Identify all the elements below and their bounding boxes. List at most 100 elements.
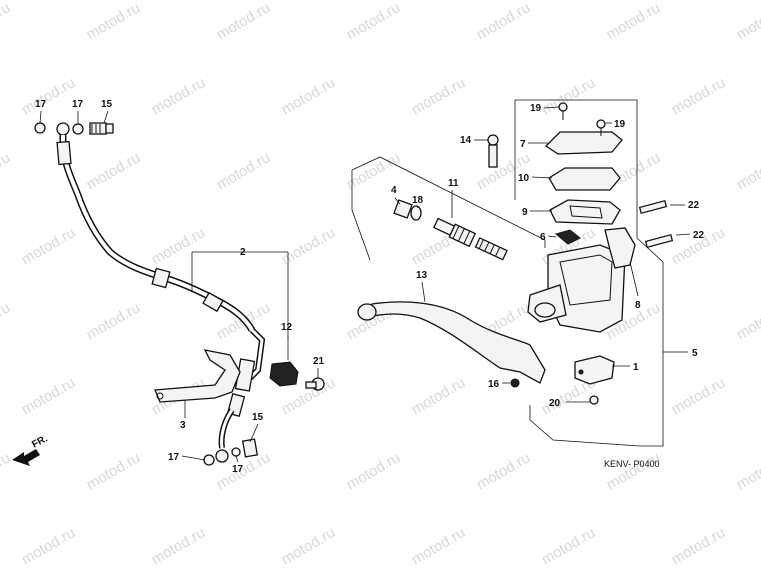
watermark-text: motod.ru	[474, 0, 534, 43]
callout-17: 17	[168, 452, 180, 463]
watermark-text: motod.ru	[19, 374, 79, 418]
callout-20: 20	[549, 398, 561, 409]
screw-19-right	[596, 119, 606, 129]
diaphragm-plate-10	[548, 167, 621, 191]
boot-4	[393, 199, 413, 219]
callout-15: 15	[252, 412, 264, 423]
watermark-text: motod.ru	[409, 524, 469, 568]
watermark-text: motod.ru	[604, 449, 664, 493]
watermark-text: motod.ru	[19, 524, 79, 568]
washer-17-bottom-left	[203, 454, 215, 466]
watermark-text: motod.ru	[669, 374, 729, 418]
lever-screw-16	[510, 378, 520, 388]
bolt-22-top	[638, 199, 668, 215]
clip-6	[554, 229, 581, 245]
master-cylinder-assembly	[351, 99, 674, 447]
watermark-text: motod.ru	[409, 74, 469, 118]
callout-13: 13	[416, 270, 428, 281]
watermark-text: motod.ru	[734, 449, 761, 493]
callout-7: 7	[520, 139, 526, 150]
callout-11: 11	[448, 178, 459, 189]
watermark-text: motod.ru	[84, 149, 144, 193]
callout-5: 5	[692, 348, 698, 359]
holder-8	[604, 227, 636, 269]
washer-17-bottom-right	[231, 447, 241, 457]
watermark-text: motod.ru	[149, 74, 209, 118]
diagram-code: KENV- P0400	[604, 459, 660, 469]
watermark-text: motod.ru	[149, 224, 209, 268]
watermark-text: motod.ru	[279, 524, 339, 568]
watermark-text: motod.ru	[409, 374, 469, 418]
bolt-22-bottom	[644, 233, 674, 249]
bolt-15-head	[105, 123, 114, 134]
callout-1: 1	[633, 362, 639, 373]
screw-19-left	[558, 102, 568, 112]
watermark-text: motod.ru	[604, 0, 664, 43]
banjo-fitting-top	[56, 122, 70, 136]
washer-17-top-left	[34, 122, 46, 134]
hose-clamp-12	[269, 361, 299, 387]
circlip-18	[410, 205, 422, 221]
watermark-text: motod.ru	[669, 524, 729, 568]
callout-18: 18	[412, 195, 424, 206]
screw-20	[589, 395, 599, 405]
watermark-text: motod.ru	[474, 449, 534, 493]
watermark-text: motod.ru	[279, 74, 339, 118]
callout-17: 17	[35, 99, 47, 110]
piston-set-11	[433, 217, 508, 261]
arrow-left-icon	[12, 449, 40, 466]
callout-2: 2	[240, 247, 246, 258]
hose-bracket-3	[154, 349, 241, 403]
watermark-text: motod.ru	[0, 0, 13, 43]
callout-21: 21	[313, 356, 325, 367]
callout-19: 19	[614, 119, 626, 130]
watermark-text: motod.ru	[539, 74, 599, 118]
direction-label: FR.	[30, 433, 50, 450]
pivot-bolt-14	[487, 134, 499, 146]
callout-labels: 17 17 15 2 12 21 3 15 17 17 4 18 11 14 1…	[35, 99, 705, 475]
watermark-text: motod.ru	[539, 524, 599, 568]
callout-22: 22	[693, 230, 705, 241]
watermark-text: motod.ru	[279, 224, 339, 268]
watermark-text: motod.ru	[669, 74, 729, 118]
watermark-text: motod.ru	[84, 299, 144, 343]
callout-4: 4	[391, 185, 397, 196]
watermark-text: motod.ru	[0, 449, 13, 493]
watermark-text: motod.ru	[734, 299, 761, 343]
callout-16: 16	[488, 379, 500, 390]
callout-12: 12	[281, 322, 293, 333]
banjo-fitting-bottom	[215, 449, 229, 463]
callout-15: 15	[101, 99, 113, 110]
callout-8: 8	[635, 300, 641, 311]
callout-3: 3	[180, 420, 186, 431]
watermark-text: motod.ru	[149, 524, 209, 568]
diaphragm-9	[549, 199, 621, 225]
callout-14: 14	[460, 135, 472, 146]
callout-9: 9	[522, 207, 528, 218]
watermark-text: motod.ru	[344, 0, 404, 43]
watermark-text: motod.ru	[474, 149, 534, 193]
washer-17-top-right	[72, 123, 84, 135]
brake-lever-13	[371, 301, 546, 384]
watermark-text: motod.ru	[19, 224, 79, 268]
watermark-text: motod.ru	[214, 149, 274, 193]
brake-light-switch-1	[574, 355, 615, 385]
front-direction-indicator: FR.	[12, 433, 50, 466]
watermark-text: motod.ru	[734, 149, 761, 193]
watermark-text: motod.ru	[0, 149, 13, 193]
leader-lines	[39, 106, 691, 463]
watermark-text: motod.ru	[344, 449, 404, 493]
watermark-text: motod.ru	[734, 0, 761, 43]
callout-19: 19	[530, 103, 542, 114]
callout-6: 6	[540, 232, 546, 243]
callout-17: 17	[72, 99, 84, 110]
watermark-text: motod.ru	[214, 0, 274, 43]
watermark-text: motod.ru	[0, 299, 13, 343]
bolt-15-bottom	[241, 438, 259, 458]
reservoir-cap-7	[544, 131, 623, 155]
callout-10: 10	[518, 173, 530, 184]
watermark-text: motod.ru	[84, 0, 144, 43]
callout-22: 22	[688, 200, 700, 211]
